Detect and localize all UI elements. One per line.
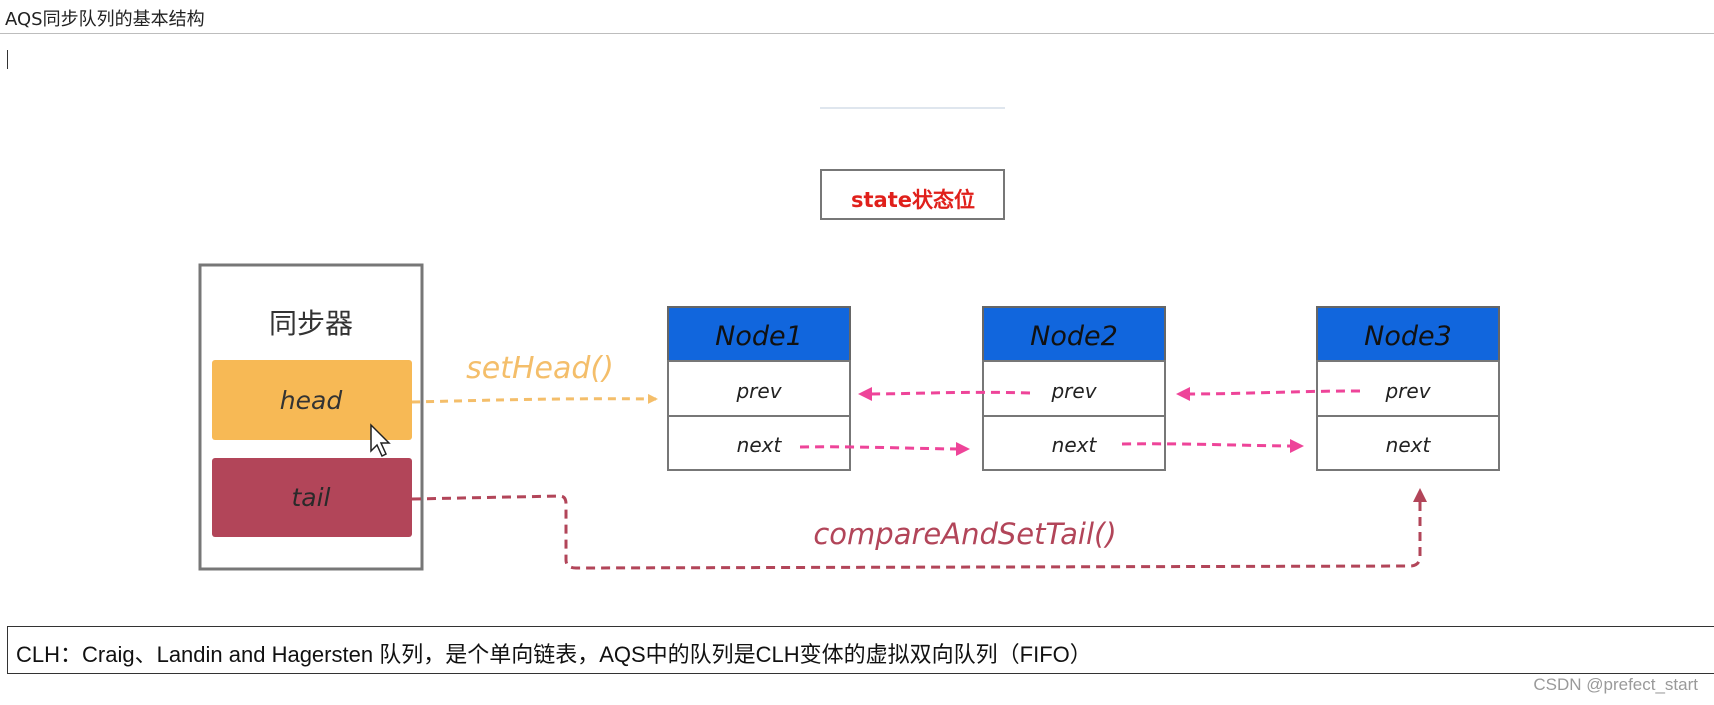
synchronizer-box: 同步器 head tail (198, 263, 424, 571)
node2-next-arrow (1121, 438, 1304, 453)
tail-block (212, 458, 412, 537)
node1-next: next (737, 433, 783, 457)
caption-text: CLH：Craig、Landin and Hagersten 队列，是个单向链表… (16, 642, 1092, 667)
node2: Node2 prev next (982, 306, 1166, 471)
mouse-pointer-icon (370, 423, 391, 458)
caption-box: CLH：Craig、Landin and Hagersten 队列，是个单向链表… (7, 626, 1714, 674)
tail-label: tail (291, 483, 330, 512)
node1: Node1 prev next (667, 306, 851, 471)
node1-title: Node1 (715, 321, 803, 352)
page-title: AQS同步队列的基本结构 (5, 9, 205, 30)
node3-next: next (1386, 433, 1432, 457)
compare-and-set-tail-label: compareAndSetTail() (813, 517, 1116, 551)
head-label: head (280, 386, 343, 415)
state-box: state状态位 (820, 169, 1005, 220)
node3-prev: prev (1384, 379, 1431, 403)
node1-prev: prev (735, 379, 782, 403)
node3: Node3 prev next (1316, 306, 1500, 471)
sethead-arrow (411, 393, 658, 404)
synchronizer-title: 同步器 (269, 307, 353, 340)
node2-prev-arrow (858, 386, 1031, 401)
head-block (212, 360, 412, 440)
header-bar: AQS同步队列的基本结构 (0, 0, 1714, 34)
node3-prev-arrow (1176, 386, 1361, 401)
state-label: state状态位 (851, 188, 975, 212)
watermark: CSDN @prefect_start (1533, 675, 1698, 694)
node2-title: Node2 (1030, 321, 1118, 352)
node3-title: Node3 (1364, 321, 1452, 352)
sethead-label: setHead() (466, 351, 614, 386)
text-cursor (7, 50, 8, 69)
node2-prev: prev (1050, 379, 1097, 403)
node2-next: next (1052, 433, 1098, 457)
node1-next-arrow (799, 441, 970, 456)
compare-and-set-tail-arrow (411, 488, 1427, 570)
